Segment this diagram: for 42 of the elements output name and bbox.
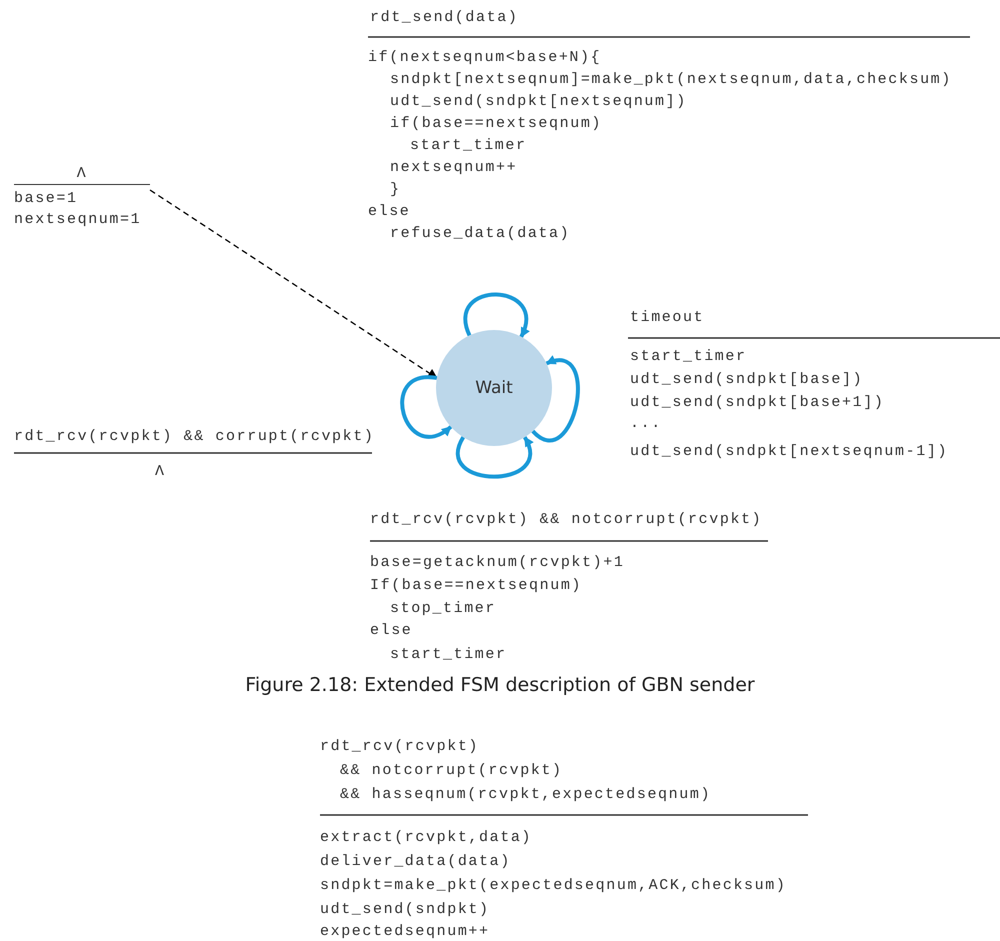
- self-loop-arrow: [400, 375, 452, 439]
- self-loop-arrow: [464, 292, 529, 338]
- code-line: sndpkt[nextseqnum]=make_pkt(nextseqnum,data,checksum): [390, 71, 952, 89]
- code-line: udt_send(sndpkt[base]): [630, 371, 864, 389]
- code-line: start_timer: [630, 348, 747, 366]
- code-line: extract(rcvpkt,data): [320, 829, 532, 847]
- code-line: rdt_send(data): [370, 9, 518, 27]
- code-line: if(base==nextseqnum): [390, 115, 602, 133]
- code-line: && notcorrupt(rcvpkt): [340, 762, 563, 780]
- code-line: Λ: [155, 463, 166, 481]
- state-label: Wait: [475, 378, 513, 398]
- code-line: start_timer: [410, 137, 527, 155]
- code-line: base=getacknum(rcvpkt)+1: [370, 554, 624, 572]
- code-line: stop_timer: [390, 600, 496, 618]
- code-line: nextseqnum++: [390, 159, 518, 177]
- code-line: If(base==nextseqnum): [370, 577, 582, 595]
- self-loop-arrow: [456, 436, 533, 479]
- code-line: else: [368, 203, 410, 221]
- code-line: if(nextseqnum<base+N){: [368, 49, 602, 67]
- code-line: }: [390, 181, 401, 199]
- arrow: [150, 189, 438, 379]
- code-line: ...: [630, 415, 662, 433]
- code-line: rdt_rcv(rcvpkt): [320, 738, 480, 756]
- code-line: udt_send(sndpkt[nextseqnum-1]): [630, 443, 948, 461]
- code-line: udt_send(sndpkt[base+1]): [630, 394, 884, 412]
- code-line: refuse_data(data): [390, 225, 570, 243]
- initial-action: base=1: [14, 189, 79, 209]
- code-line: sndpkt=make_pkt(expectedseqnum,ACK,checksum): [320, 877, 786, 895]
- figure-caption: Figure 2.18: Extended FSM description of GBN sender: [244, 673, 756, 697]
- code-line: rdt_rcv(rcvpkt) && notcorrupt(rcvpkt): [370, 511, 762, 529]
- code-line: start_timer: [390, 646, 507, 664]
- code-line: expectedseqnum++: [320, 923, 490, 941]
- code-line: udt_send(sndpkt[nextseqnum]): [390, 93, 687, 111]
- code-line: else: [370, 622, 412, 640]
- code-line: rdt_rcv(rcvpkt) && corrupt(rcvpkt): [14, 428, 374, 446]
- code-line: deliver_data(data): [320, 853, 511, 871]
- self-loop-arrow: [532, 356, 580, 442]
- code-line: udt_send(sndpkt): [320, 901, 490, 919]
- code-line: timeout: [630, 309, 704, 327]
- initial-action: nextseqnum=1: [14, 210, 142, 230]
- initial-event: Λ: [14, 163, 150, 185]
- code-line: && hasseqnum(rcvpkt,expectedseqnum): [340, 786, 712, 804]
